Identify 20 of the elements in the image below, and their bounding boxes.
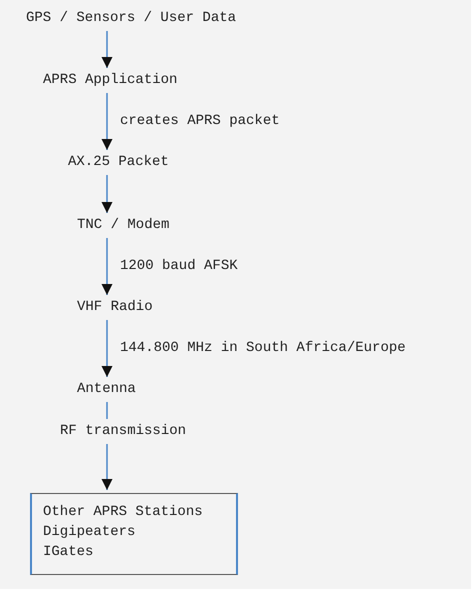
node-text: Antenna bbox=[77, 380, 137, 398]
arrow bbox=[102, 238, 112, 295]
node-text: IGates bbox=[43, 543, 94, 562]
node-text: VHF Radio bbox=[77, 298, 154, 316]
arrow bbox=[102, 444, 112, 490]
arrow bbox=[102, 175, 112, 213]
edge-label: creates APRS packet bbox=[120, 112, 280, 130]
arrow bbox=[102, 320, 112, 377]
arrow bbox=[102, 31, 112, 68]
node-text: Digipeaters bbox=[43, 523, 136, 542]
node-text: APRS Application bbox=[43, 71, 179, 89]
node-text: GPS / Sensors / User Data bbox=[26, 9, 238, 27]
edge-label: 144.800 MHz in South Africa/Europe bbox=[120, 339, 406, 357]
node-text: Other APRS Stations bbox=[43, 503, 204, 522]
stations-box bbox=[30, 493, 238, 575]
arrow bbox=[102, 93, 112, 150]
node-text: RF transmission bbox=[60, 422, 188, 440]
node-text: AX.25 Packet bbox=[68, 153, 170, 171]
connector-line bbox=[106, 402, 108, 419]
node-text: TNC / Modem bbox=[77, 216, 171, 234]
